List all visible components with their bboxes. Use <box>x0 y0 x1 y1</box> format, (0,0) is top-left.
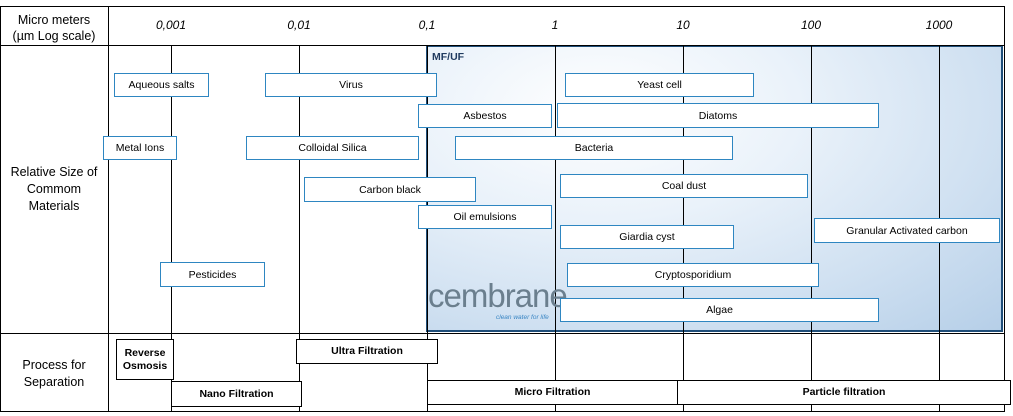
grid-header-bottom <box>0 45 1005 46</box>
mf-uf-label: MF/UF <box>432 51 465 63</box>
grid-label-divider <box>108 6 109 412</box>
tick-label: 100 <box>800 18 822 32</box>
micro-filtration-box: Micro Filtration <box>427 380 678 405</box>
tick-label: 10 <box>676 18 690 32</box>
material-box: Diatoms <box>557 103 879 128</box>
material-box: Coal dust <box>560 174 808 198</box>
grid-bottom <box>0 411 1005 412</box>
material-box: Algae <box>560 298 879 322</box>
decade-line <box>555 45 556 412</box>
material-box: Virus <box>265 73 437 97</box>
tick-label: 0,001 <box>155 18 187 32</box>
particle-filtration-box: Particle filtration <box>677 380 1011 405</box>
grid-right <box>1004 6 1005 412</box>
cembrane-tagline: clean water for life <box>496 314 549 321</box>
decade-line <box>299 45 300 412</box>
tick-label: 1 <box>551 18 559 32</box>
material-box: Metal Ions <box>103 136 177 160</box>
heading-line: Relative Size of <box>10 165 98 179</box>
heading-line: Process for <box>22 358 86 372</box>
material-box: Carbon black <box>304 177 476 202</box>
material-box: Oil emulsions <box>418 205 552 229</box>
tick-label: 1000 <box>925 18 953 32</box>
material-box: Cryptosporidium <box>567 263 819 287</box>
decade-line <box>171 45 172 412</box>
material-box: Colloidal Silica <box>246 136 419 160</box>
material-box: Granular Activated carbon <box>814 218 1000 243</box>
tick-label: 0,01 <box>287 18 311 32</box>
process-row-heading: Process for Separation <box>0 357 108 391</box>
ultra-filtration-box: Ultra Filtration <box>296 339 438 364</box>
nano-filtration-box: Nano Filtration <box>171 381 302 407</box>
material-box: Asbestos <box>418 104 552 128</box>
heading-line: Separation <box>23 375 85 389</box>
materials-row-heading: Relative Size of Commom Materials <box>0 164 108 215</box>
material-box: Pesticides <box>160 262 265 287</box>
decade-line <box>811 45 812 412</box>
material-box: Yeast cell <box>565 73 754 97</box>
heading-line: Materials <box>28 199 80 213</box>
process-label-line: Osmosis <box>122 359 168 372</box>
material-box: Giardia cyst <box>560 225 734 249</box>
tick-label: 0,1 <box>418 18 436 32</box>
grid-materials-bottom <box>0 333 1005 334</box>
reverse-osmosis-box: Reverse Osmosis <box>116 339 174 380</box>
axis-label: Micro meters (µm Log scale) <box>0 12 108 44</box>
heading-line: Commom <box>26 182 82 196</box>
grid-top <box>0 6 1005 7</box>
material-box: Bacteria <box>455 136 733 160</box>
material-box: Aqueous salts <box>114 73 209 97</box>
cembrane-logo: cembrane <box>428 277 568 314</box>
axis-label-line: (µm Log scale) <box>12 29 96 43</box>
axis-label-line: Micro meters <box>17 13 91 27</box>
process-label-line: Reverse <box>124 346 166 359</box>
grid-left <box>0 6 1 412</box>
